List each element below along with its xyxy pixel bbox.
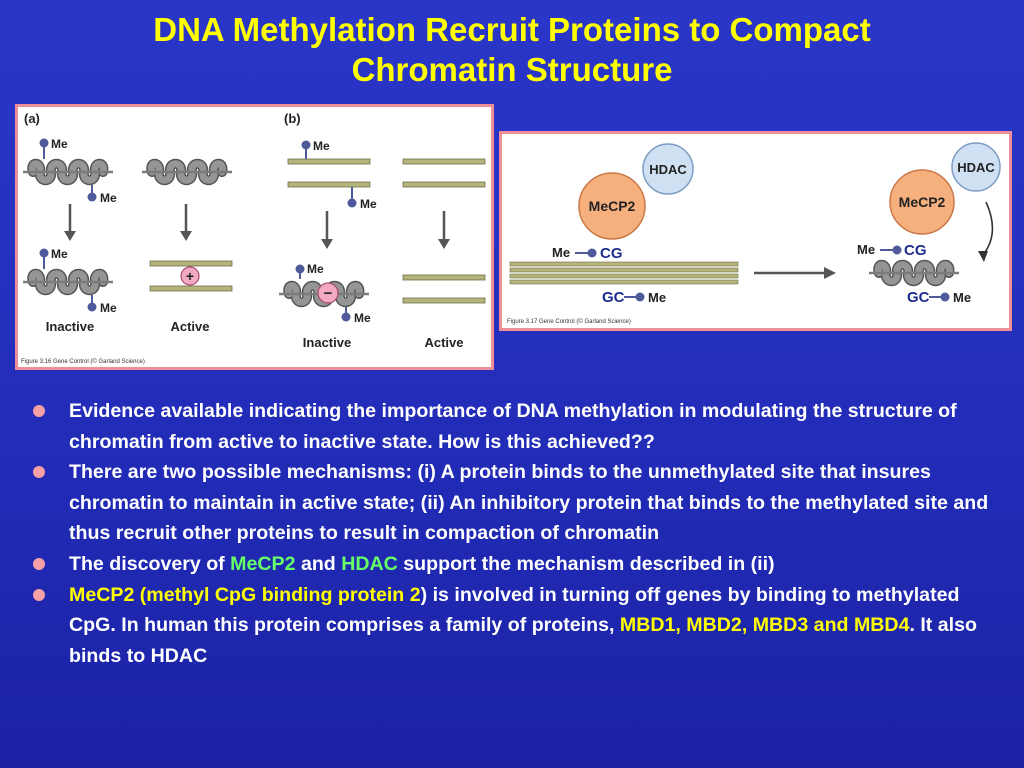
cpg-label: CG <box>600 245 623 262</box>
methyl-group-icon <box>39 248 49 258</box>
activator-protein-icon <box>180 266 200 286</box>
highlight-mecp2: MeCP2 <box>230 552 296 575</box>
bullet-text: The discovery of <box>69 552 231 575</box>
mecp2-protein-icon <box>578 172 646 240</box>
figure-3-16-panel: (a) (b) Me Me Me Me Inactive + Active <box>15 104 494 370</box>
slide-title: DNA Methylation Recruit Proteins to Comp… <box>0 10 1024 90</box>
hdac-protein-icon <box>951 142 1001 192</box>
mecp2-label: MeCP2 <box>589 198 636 214</box>
methyl-label: Me <box>360 197 377 211</box>
arrow-down-icon <box>64 231 76 241</box>
methyl-group-icon <box>87 192 97 202</box>
mecp2-protein-icon <box>889 169 955 235</box>
methyl-label: Me <box>51 247 68 261</box>
panel-label-b: (b) <box>284 111 301 126</box>
highlight-mbd-family: MBD1, MBD2, MBD3 and MBD4 <box>619 614 910 637</box>
panel-label-a: (a) <box>24 111 40 126</box>
figure-3-16-diagram: (a) (b) Me Me Me Me Inactive + Active <box>18 111 486 365</box>
methyl-label: Me <box>100 301 117 315</box>
state-label-inactive: Inactive <box>303 335 351 350</box>
gpc-label: GC <box>907 289 930 306</box>
bullet-text: . It also binds to HDAC <box>69 614 977 667</box>
methyl-group-icon <box>295 264 305 274</box>
bullet-text: and <box>295 552 342 575</box>
bullet-dot-icon <box>33 588 45 601</box>
chromatin-coil <box>869 265 959 282</box>
highlight-mecp2-definition: MeCP2 (methyl CpG binding protein 2 <box>69 583 421 606</box>
state-label-active: Active <box>424 335 463 350</box>
arrow-right-icon <box>824 267 836 279</box>
chromatin-coil <box>23 164 113 181</box>
hdac-label: HDAC <box>957 160 995 175</box>
bullet-list: Evidence available indicating the import… <box>30 396 1010 671</box>
methyl-group-icon <box>587 248 597 258</box>
bullet-text: There are two possible mechanisms: (i) A… <box>69 461 989 545</box>
methyl-label: Me <box>354 311 371 325</box>
bullet-item-2: There are two possible mechanisms: (i) A… <box>30 457 1010 549</box>
methyl-label: Me <box>307 262 324 276</box>
figure-caption: Figure 3.17 Gene Control (© Garland Scie… <box>507 318 631 325</box>
figure-3-17-panel: HDAC MeCP2 Me CG GC Me HDAC MeCP2 Me CG … <box>499 131 1012 331</box>
chromatin-coil <box>23 274 113 291</box>
methyl-group-icon <box>347 198 357 208</box>
mecp2-label: MeCP2 <box>899 194 946 210</box>
methyl-label: Me <box>857 242 875 257</box>
figure-caption: Figure 3.16 Gene Control (© Garland Scie… <box>21 358 145 365</box>
chromatin-coil <box>142 164 232 181</box>
highlight-hdac: HDAC <box>341 552 398 575</box>
bullet-item-3: The discovery of MeCP2 and HDAC support … <box>30 549 1010 580</box>
methyl-group-icon <box>635 292 645 302</box>
methyl-label: Me <box>648 290 666 305</box>
methyl-group-icon <box>301 140 311 150</box>
methyl-group-icon <box>940 292 950 302</box>
bullet-item-4: MeCP2 (methyl CpG binding protein 2) is … <box>30 580 1010 672</box>
methyl-group-icon <box>87 302 97 312</box>
methyl-group-icon <box>892 245 902 255</box>
state-label-active: Active <box>170 319 209 334</box>
hdac-label: HDAC <box>649 162 687 177</box>
arrow-down-icon <box>321 239 333 249</box>
gpc-label: GC <box>602 289 625 306</box>
minus-sign: − <box>324 285 333 302</box>
hdac-protein-icon <box>642 143 694 195</box>
bullet-dot-icon <box>33 405 45 417</box>
repressor-protein-icon <box>317 282 339 304</box>
arrow-down-icon <box>180 231 192 241</box>
state-label-inactive: Inactive <box>46 319 94 334</box>
methyl-label: Me <box>51 137 68 151</box>
bullet-item-1: Evidence available indicating the import… <box>30 396 1010 457</box>
methyl-group-icon <box>341 312 351 322</box>
arrow-down-icon <box>438 239 450 249</box>
cpg-label: CG <box>904 242 927 259</box>
methyl-label: Me <box>552 245 570 260</box>
bullet-dot-icon <box>33 557 45 570</box>
bullet-text: Evidence available indicating the import… <box>69 400 957 453</box>
bullet-text: ) is involved in turning off genes by bi… <box>69 583 960 637</box>
figure-3-17-diagram: HDAC MeCP2 Me CG GC Me HDAC MeCP2 Me CG … <box>507 142 1001 325</box>
title-line-2: Chromatin Structure <box>351 51 673 88</box>
methyl-label: Me <box>100 191 117 205</box>
methyl-label: Me <box>313 139 330 153</box>
methyl-label: Me <box>953 290 971 305</box>
title-line-1: DNA Methylation Recruit Proteins to Comp… <box>153 11 871 48</box>
bullet-text: support the mechanism described in (ii) <box>397 552 775 575</box>
plus-sign: + <box>186 268 194 284</box>
curved-arrow-icon <box>978 251 988 262</box>
methyl-group-icon <box>39 138 49 148</box>
bullet-dot-icon <box>33 466 45 479</box>
